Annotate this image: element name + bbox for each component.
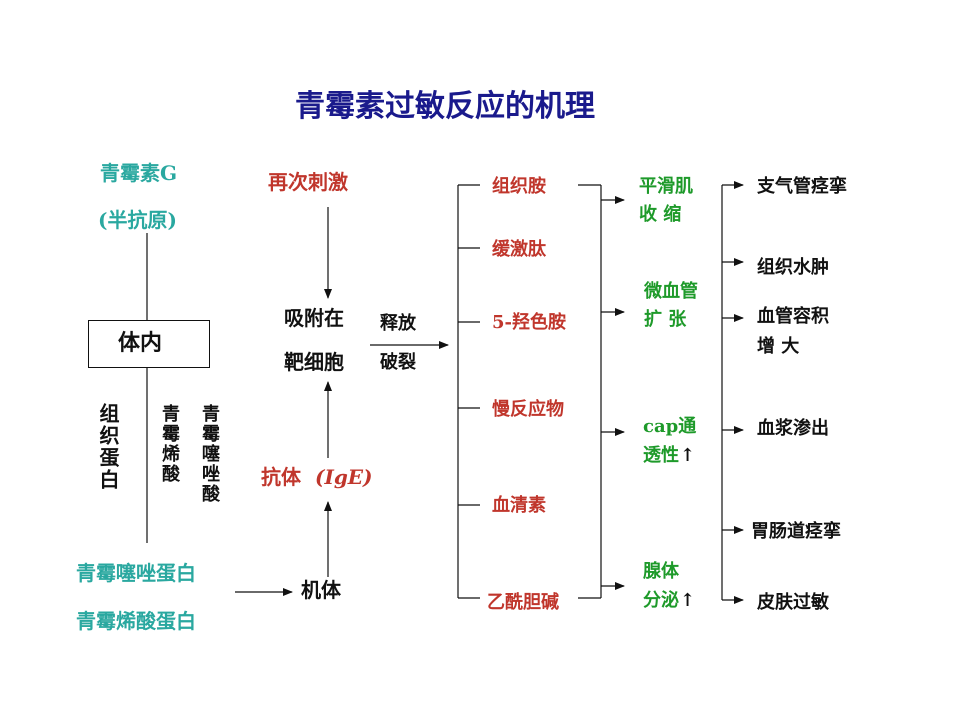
effect-smooth-muscle-2: 收 缩	[639, 204, 682, 225]
penicilloic-acid-label: 青霉噻唑酸	[199, 404, 220, 504]
hapten-label: (半抗原)	[98, 208, 177, 232]
page-title: 青霉素过敏反应的机理	[295, 89, 595, 124]
in-body-box	[88, 320, 210, 368]
restimulation-label: 再次刺激	[268, 170, 348, 194]
mediator-histamine: 组织胺	[492, 176, 546, 197]
antibody-text: 抗体	[261, 465, 301, 489]
effect-smooth-muscle-1: 平滑肌	[639, 176, 693, 197]
effect-micro-1: 微血管	[644, 281, 698, 302]
outcome-edema: 组织水肿	[757, 257, 829, 278]
outcome-bronchospasm: 支气管痉挛	[757, 176, 847, 197]
adsorb-label-1: 吸附在	[284, 306, 344, 330]
mediator-srs: 慢反应物	[492, 399, 564, 420]
adsorb-label-2: 靶细胞	[284, 350, 344, 374]
effect-gland-2-text: 分泌	[643, 590, 679, 611]
outcome-gi-spasm: 胃肠道痉挛	[751, 521, 841, 542]
release-label: 释放	[380, 313, 416, 334]
penicillenate-protein-label: 青霉烯酸蛋白	[76, 609, 196, 633]
outcome-vascular-2: 增 大	[757, 336, 800, 357]
rupture-label: 破裂	[380, 352, 416, 373]
mediator-bradykinin: 缓激肽	[492, 239, 546, 260]
ige-text: (IgE)	[315, 465, 373, 489]
effect-cap-2-text: 透性	[643, 445, 679, 466]
effect-cap-1: cap通	[643, 416, 697, 437]
effect-micro-2: 扩 张	[644, 309, 687, 330]
effect-gland-1: 腺体	[643, 561, 679, 582]
outcome-vascular-1: 血管容积	[757, 306, 829, 327]
mediator-acetylcholine: 乙酰胆碱	[487, 592, 559, 613]
penicillenic-acid-label: 青霉烯酸	[159, 404, 180, 484]
mediator-serotonin-2: 血清素	[492, 495, 546, 516]
in-body-label: 体内	[118, 330, 163, 356]
outcome-skin: 皮肤过敏	[757, 592, 829, 613]
mediator-serotonin: 5-羟色胺	[492, 312, 566, 333]
effect-gland-2: 分泌↑	[643, 592, 695, 610]
antibody-label: 抗体 (IgE)	[261, 467, 373, 487]
tissue-protein-label: 组织蛋白	[96, 403, 120, 491]
effect-cap-2: 透性↑	[643, 447, 695, 465]
penicillin-g-label: 青霉素G	[100, 161, 178, 185]
increase-arrow-icon: ↑	[680, 445, 696, 466]
outcome-plasma: 血浆渗出	[757, 418, 829, 439]
penicilloyl-protein-label: 青霉噻唑蛋白	[76, 561, 196, 585]
organism-label: 机体	[301, 578, 341, 602]
increase-arrow-icon: ↑	[680, 590, 696, 611]
